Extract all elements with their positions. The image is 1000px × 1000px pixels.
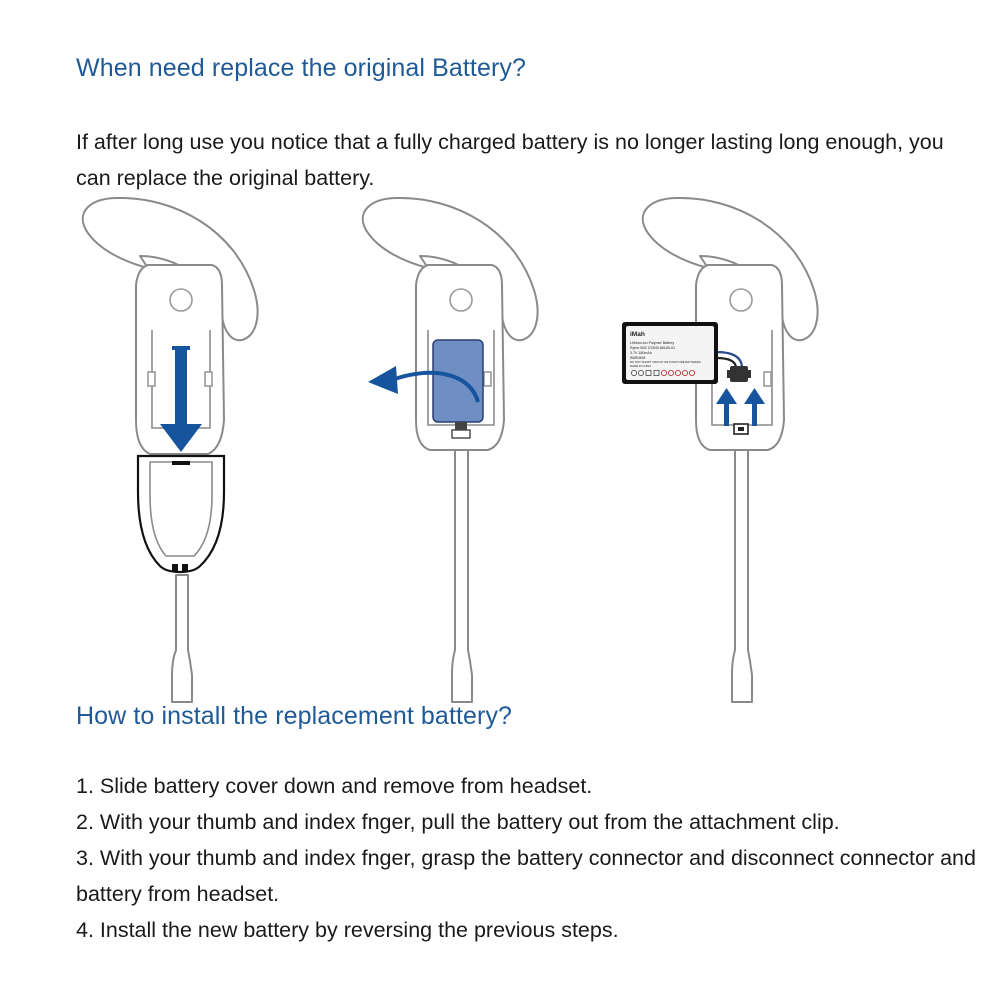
headset-step1-illustration bbox=[81, 196, 259, 703]
install-step-4: 4. Install the new battery by reversing … bbox=[76, 918, 619, 942]
battery-label-line3: 3.7V 180mAh bbox=[630, 351, 652, 355]
install-step-1: 1. Slide battery cover down and remove f… bbox=[76, 774, 593, 798]
battery-label-line6: MADE IN CHINA bbox=[630, 364, 651, 368]
battery-certification-icons bbox=[631, 369, 696, 376]
intro-paragraph: If after long use you notice that a full… bbox=[76, 130, 944, 190]
section-heading-when-replace: When need replace the original Battery? bbox=[76, 54, 527, 82]
install-step-2: 2. With your thumb and index fnger, pull… bbox=[76, 810, 840, 834]
battery-label-line5: DO NOT SHORT CIRCUIT OR PUNCTURE BATTERI… bbox=[630, 360, 701, 364]
battery-label-line2: Ryme B02 CS540 86180-01 bbox=[630, 346, 675, 350]
install-steps-list: 1. Slide battery cover down and remove f… bbox=[76, 768, 976, 948]
headset-step3-illustration: iMah Lithium-ion Polymer Battery Ryme B0… bbox=[622, 196, 819, 703]
section-heading-how-install: How to install the replacement battery? bbox=[76, 702, 513, 730]
battery-brand: iMah bbox=[630, 331, 645, 338]
install-step-3: 3. With your thumb and index fnger, gras… bbox=[76, 846, 976, 906]
battery-label-line1: Lithium-ion Polymer Battery bbox=[630, 341, 674, 345]
battery-label-line4: WARNING: bbox=[630, 356, 646, 360]
replacement-battery-label: iMah Lithium-ion Polymer Battery Ryme B0… bbox=[622, 322, 718, 384]
headset-step2-illustration bbox=[361, 196, 539, 703]
